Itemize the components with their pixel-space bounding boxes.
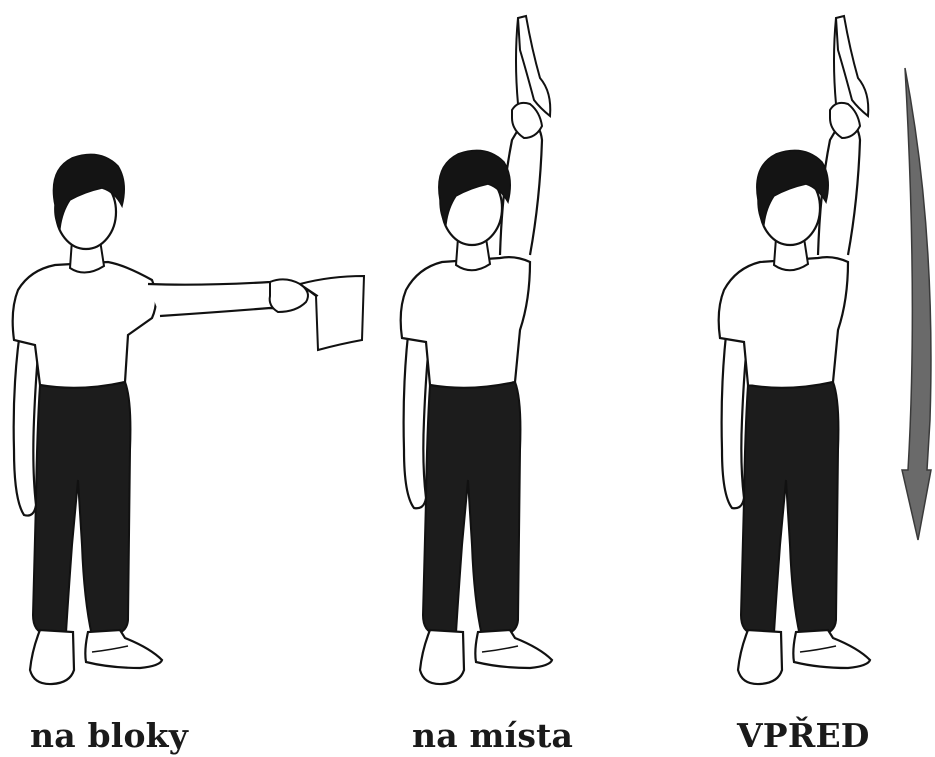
figure-vpred xyxy=(717,14,872,686)
figure-na-bloky xyxy=(11,153,366,686)
caption-na-bloky: na bloky xyxy=(30,716,189,755)
figure-na-mista xyxy=(399,14,554,686)
caption-vpred: VPŘED xyxy=(737,716,870,755)
caption-na-mista: na místa xyxy=(412,716,574,755)
curved-down-arrow-icon xyxy=(901,67,932,541)
